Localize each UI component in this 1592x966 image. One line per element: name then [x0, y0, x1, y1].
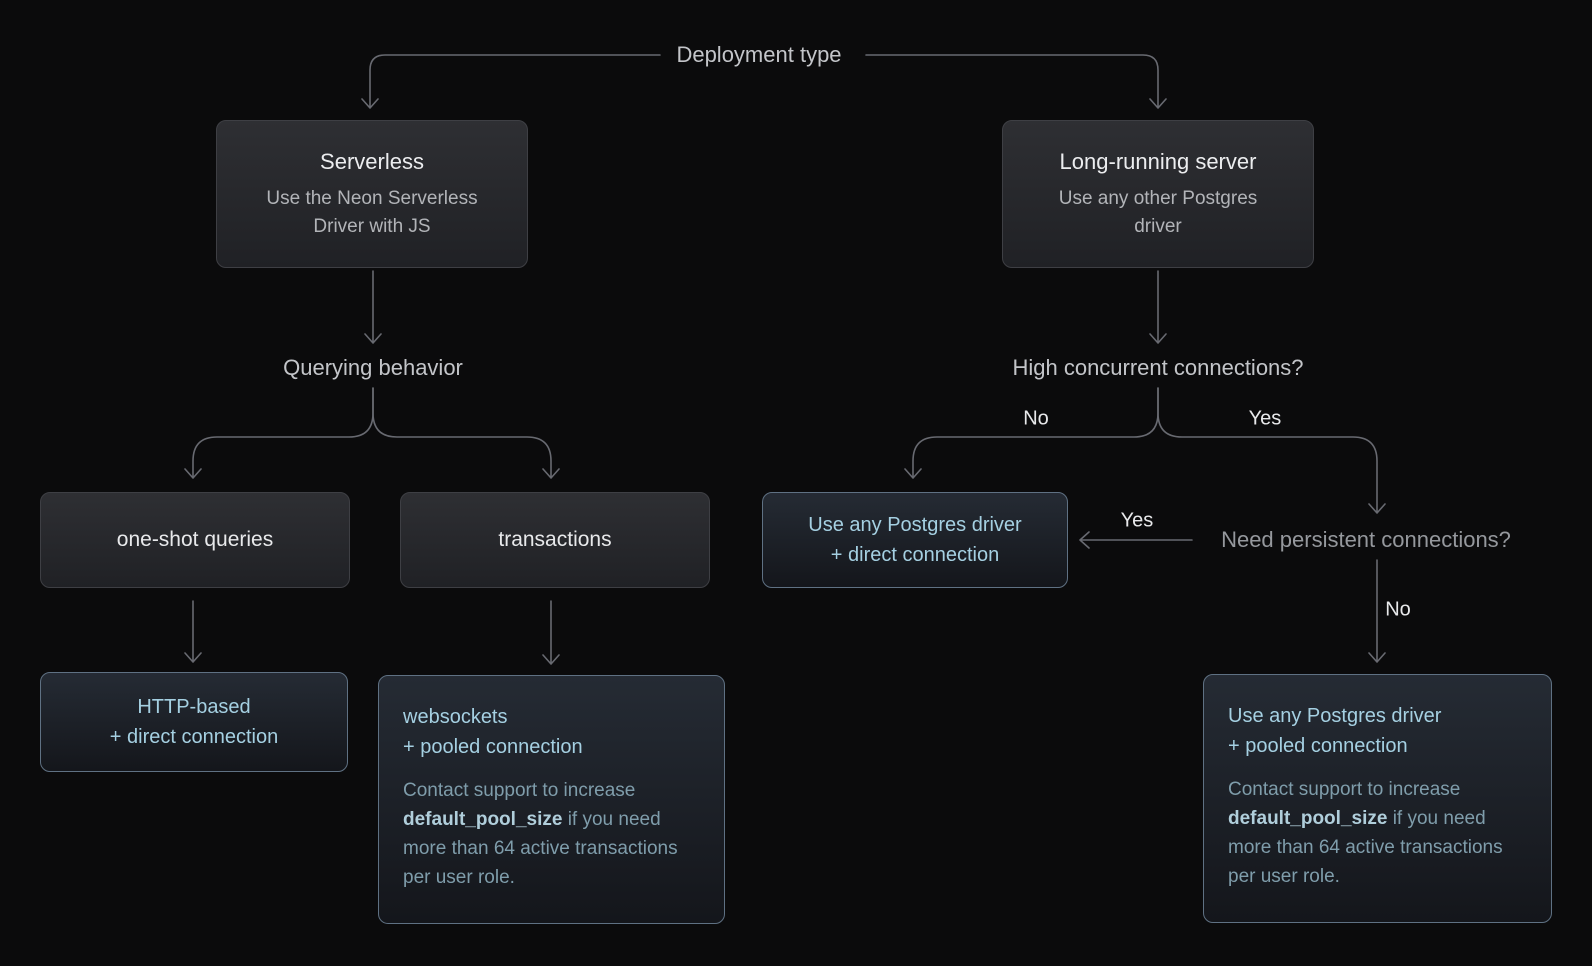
node-websockets-line2: + pooled connection: [403, 736, 583, 758]
connector-persistent-no: [1368, 559, 1386, 663]
node-one-shot-queries: one-shot queries: [40, 492, 350, 588]
edge-label-yes: Yes: [1248, 407, 1282, 430]
connector-oneshot-to-httpbased: [184, 600, 202, 663]
node-serverless-title: Serverless: [320, 148, 424, 174]
note-text-post: if you need more than 64 active transact…: [403, 809, 678, 888]
node-long-running-server: Long-running server Use any other Postgr…: [1002, 120, 1314, 268]
deployment-type-label: Deployment type: [676, 42, 842, 67]
node-websockets-line1: websockets: [403, 706, 508, 728]
node-long-running-title: Long-running server: [1059, 148, 1257, 174]
connector-querying-to-oneshot: [184, 387, 374, 479]
note-code: default_pool_size: [403, 809, 563, 830]
persistent-connections-label: Need persistent connections?: [1221, 527, 1511, 552]
node-any-driver-direct: Use any Postgres driver + direct connect…: [762, 492, 1068, 588]
node-http-direct: HTTP-based + direct connection: [40, 672, 348, 772]
node-any-driver-pooled: Use any Postgres driver + pooled connect…: [1203, 674, 1552, 923]
node-websockets-note: Contact support to increase default_pool…: [403, 776, 700, 892]
note-text-post: if you need more than 64 active transact…: [1228, 808, 1503, 887]
connector-highconcurrent-no: [904, 387, 1159, 479]
edge-label-no: No: [1023, 407, 1049, 430]
node-serverless-subtitle: Use the Neon Serverless Driver with JS: [266, 187, 478, 237]
note-text-pre: Contact support to increase: [1228, 779, 1461, 800]
high-concurrent-label: High concurrent connections?: [1012, 355, 1304, 380]
node-transactions-label: transactions: [498, 528, 612, 551]
connector-transactions-to-websockets: [542, 600, 560, 665]
connector-persistent-yes: [1079, 531, 1193, 549]
node-http-direct-line1: HTTP-based: [137, 696, 251, 718]
querying-behavior-label: Querying behavior: [283, 355, 463, 380]
node-long-running-subtitle: Use any other Postgres driver: [1058, 187, 1258, 237]
connector-highconcurrent-yes: [1157, 387, 1386, 514]
note-text-pre: Contact support to increase: [403, 780, 636, 801]
node-any-driver-direct-line2: + direct connection: [830, 544, 1000, 566]
node-any-driver-pooled-line2: + pooled connection: [1228, 735, 1408, 757]
node-serverless: Serverless Use the Neon Serverless Drive…: [216, 120, 528, 268]
node-transactions: transactions: [400, 492, 710, 588]
node-any-driver-pooled-line1: Use any Postgres driver: [1228, 705, 1442, 727]
connector-serverless-to-querying: [364, 270, 382, 344]
connector-longrunning-to-highconcurrent: [1149, 270, 1167, 344]
node-http-direct-line2: + direct connection: [109, 726, 279, 748]
node-any-driver-pooled-note: Contact support to increase default_pool…: [1228, 775, 1527, 891]
connector-deployment-to-serverless: [361, 54, 661, 109]
edge-label-persistent-no: No: [1385, 598, 1411, 621]
node-one-shot-label: one-shot queries: [116, 528, 274, 551]
edge-label-persistent-yes: Yes: [1120, 509, 1154, 532]
connector-deployment-to-longrunning: [865, 54, 1167, 109]
node-websockets-pooled: websockets + pooled connection Contact s…: [378, 675, 725, 924]
note-code: default_pool_size: [1228, 808, 1388, 829]
connector-querying-to-transactions: [372, 387, 560, 479]
node-any-driver-direct-line1: Use any Postgres driver: [808, 514, 1022, 536]
